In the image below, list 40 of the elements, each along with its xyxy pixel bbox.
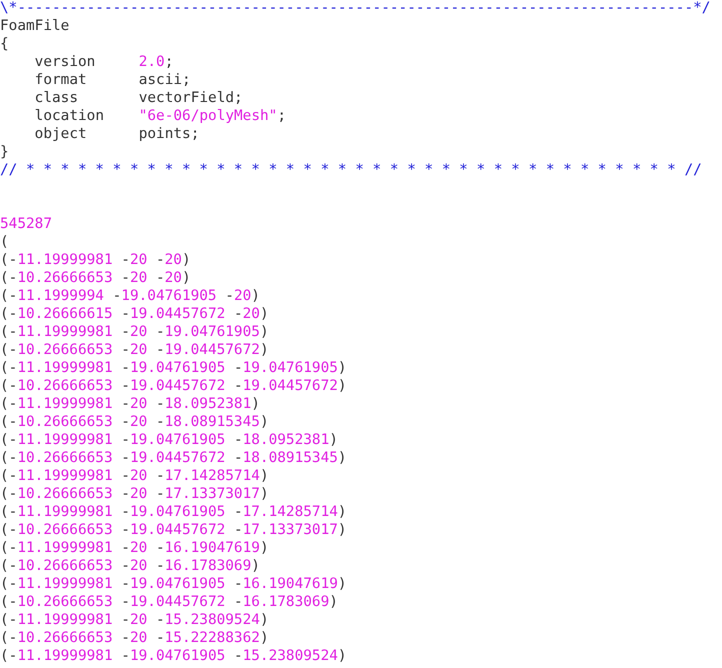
code-text: (-11.19999981 -19.04761905 -17.14285714)	[0, 503, 347, 521]
code-text: (-10.26666653 -20 -18.08915345)	[0, 413, 269, 431]
code-text: (-10.26666653 -20 -19.04457672)	[0, 341, 269, 359]
code-text: (-10.26666653 -20 -15.22288362)	[0, 629, 269, 647]
code-text: "6e-06/polyMesh";	[138, 107, 286, 125]
code-text: FoamFile	[0, 17, 70, 35]
code-text: (-10.26666653 -19.04457672 -18.08915345)	[0, 449, 347, 467]
code-text: (-11.19999981 -19.04761905 -15.23809524)	[0, 647, 347, 665]
code-text: location	[34, 107, 104, 125]
comment-line: \*------------------------------------------------------------------------------*/	[0, 0, 710, 17]
code-text: 545287	[0, 215, 52, 233]
code-text: (-11.19999981 -20 -18.0952381)	[0, 395, 260, 413]
code-text: (-11.19999981 -19.04761905 -16.19047619)	[0, 575, 347, 593]
code-text: version	[34, 53, 96, 71]
code-text: (-11.19999981 -20 -15.23809524)	[0, 611, 269, 629]
code-text: (-10.26666653 -19.04457672 -17.13373017)	[0, 521, 347, 539]
comment-line: // * * * * * * * * * * * * * * * * * * * * * * * * * * * * * * * * * * * * * * //	[0, 161, 702, 179]
code-text: (-10.26666615 -19.04457672 -20)	[0, 305, 269, 323]
code-text: (-10.26666653 -20 -17.13373017)	[0, 485, 269, 503]
code-text: (-11.19999981 -19.04761905 -19.04761905)	[0, 359, 347, 377]
code-text: (-11.19999981 -20 -19.04761905)	[0, 323, 269, 341]
code-text: (-11.1999994 -19.04761905 -20)	[0, 287, 260, 305]
code-text: (-11.19999981 -19.04761905 -18.0952381)	[0, 431, 338, 449]
code-text: (-10.26666653 -20 -16.1783069)	[0, 557, 260, 575]
code-text: (-10.26666653 -19.04457672 -16.1783069)	[0, 593, 338, 611]
code-text: (-11.19999981 -20 -20)	[0, 251, 191, 269]
code-text: (-10.26666653 -20 -20)	[0, 269, 191, 287]
code-text: points;	[138, 125, 200, 143]
code-text: (	[0, 233, 9, 251]
code-text: format	[34, 71, 87, 89]
code-text: vectorField;	[138, 89, 243, 107]
code-text: (-10.26666653 -19.04457672 -19.04457672)	[0, 377, 347, 395]
code-text: }	[0, 143, 9, 161]
code-text: {	[0, 35, 9, 53]
code-text: (-11.19999981 -20 -16.19047619)	[0, 539, 269, 557]
code-text: ascii;	[138, 71, 191, 89]
code-text: object	[34, 125, 87, 143]
code-text: 2.0;	[138, 53, 174, 71]
code-text: (-11.19999981 -20 -17.14285714)	[0, 467, 269, 485]
code-text: class	[34, 89, 78, 107]
